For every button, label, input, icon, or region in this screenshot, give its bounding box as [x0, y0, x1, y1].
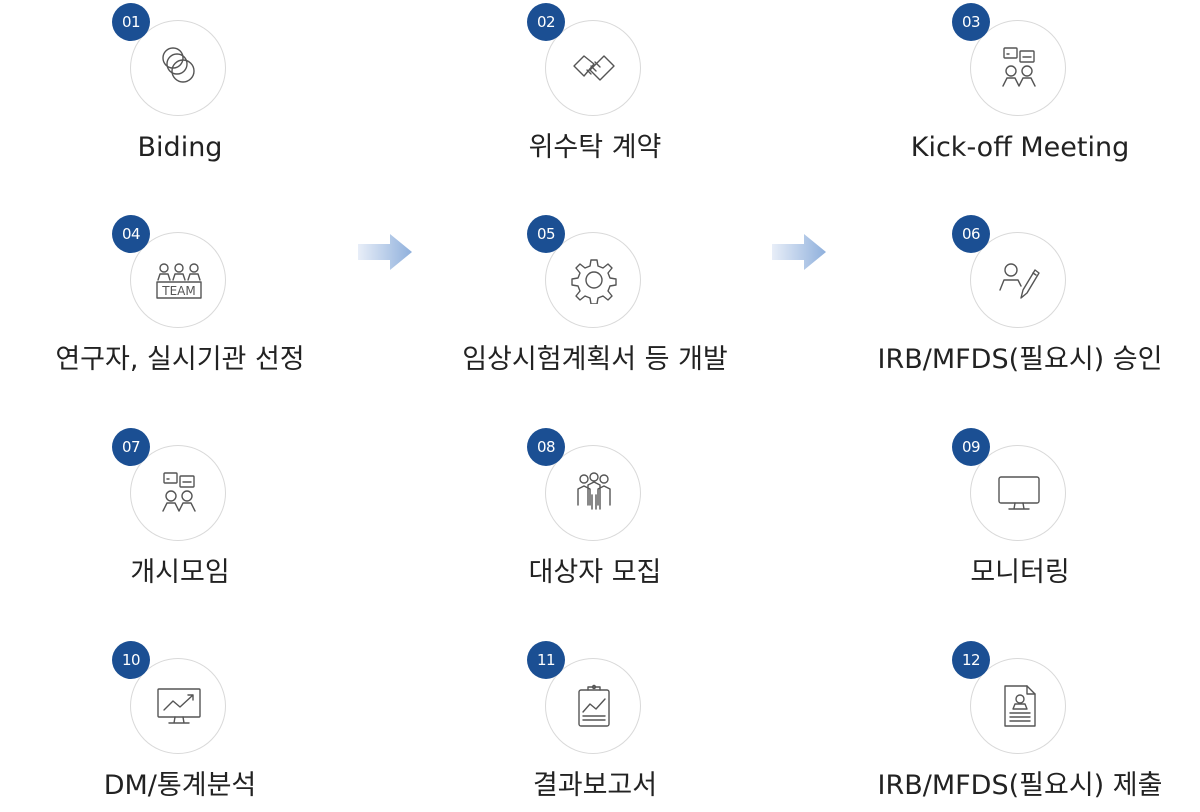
step-number-badge: 03 [952, 3, 990, 41]
step-04: 04 TEAM 연구자, 실시기관 선정 [0, 212, 380, 382]
step-label: Biding [137, 132, 223, 163]
svg-text:TEAM: TEAM [161, 284, 195, 298]
step-08: 08 대상자 모집 [395, 425, 795, 595]
step-06: 06 IRB/MFDS(필요시) 승인 [820, 212, 1200, 382]
step-number-badge: 05 [527, 215, 565, 253]
icon-circle [130, 20, 226, 116]
step-12: 12 IRB/MFDS(필요시) 제출 [820, 638, 1200, 808]
icon-circle [970, 658, 1066, 754]
step-number-badge: 07 [112, 428, 150, 466]
step-05: 05 임상시험계획서 등 개발 [395, 212, 795, 382]
arrow-right-icon [358, 232, 414, 272]
step-number-badge: 06 [952, 215, 990, 253]
arrow-right-icon [772, 232, 828, 272]
approval-icon [995, 256, 1043, 304]
step-11: 11 결과보고서 [395, 638, 795, 808]
step-number-badge: 01 [112, 3, 150, 41]
step-label: IRB/MFDS(필요시) 제출 [877, 770, 1163, 801]
step-label: IRB/MFDS(필요시) 승인 [877, 344, 1163, 375]
step-label: Kick-off Meeting [910, 132, 1130, 163]
step-number-badge: 04 [112, 215, 150, 253]
meeting-icon [155, 469, 203, 517]
step-label: 모니터링 [970, 557, 1070, 588]
icon-circle [970, 445, 1066, 541]
step-02: 02 위수탁 계약 [395, 0, 795, 170]
step-03: 03 Kick-off Meeting [820, 0, 1200, 170]
step-01: 01 Biding [0, 0, 380, 170]
icon-circle [130, 232, 226, 328]
meeting-icon [995, 44, 1043, 92]
chart-monitor-icon [155, 682, 203, 730]
clipboard-icon [570, 682, 618, 730]
step-number-badge: 08 [527, 428, 565, 466]
step-number-badge: 12 [952, 641, 990, 679]
step-label: 위수탁 계약 [528, 132, 662, 163]
step-number-badge: 02 [527, 3, 565, 41]
handshake-icon [570, 44, 618, 92]
icon-circle [970, 20, 1066, 116]
step-label: 결과보고서 [532, 770, 658, 801]
group-icon [570, 469, 618, 517]
gear-icon [570, 256, 618, 304]
icon-circle [545, 445, 641, 541]
step-09: 09 모니터링 [820, 425, 1200, 595]
coins-icon [155, 44, 203, 92]
step-07: 07 개시모임 [0, 425, 380, 595]
step-label: 대상자 모집 [528, 557, 662, 588]
icon-circle [130, 445, 226, 541]
step-label: 임상시험계획서 등 개발 [462, 344, 728, 375]
step-label: DM/통계분석 [103, 770, 257, 801]
step-number-badge: 09 [952, 428, 990, 466]
document-icon [995, 682, 1043, 730]
step-number-badge: 11 [527, 641, 565, 679]
team-icon: TEAM [155, 256, 203, 304]
monitor-icon [995, 469, 1043, 517]
step-number-badge: 10 [112, 641, 150, 679]
step-label: 개시모임 [130, 557, 230, 588]
step-label: 연구자, 실시기관 선정 [55, 344, 305, 375]
icon-circle [545, 232, 641, 328]
step-10: 10 DM/통계분석 [0, 638, 380, 808]
